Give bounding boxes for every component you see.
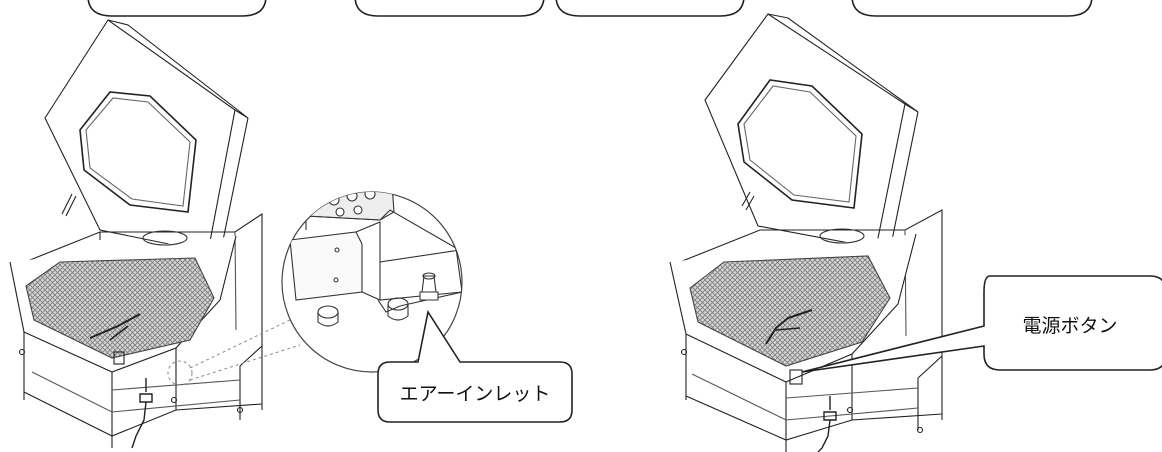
left-lid-window [79,91,197,213]
right-power-cord [817,396,837,452]
air-inlet-callout: エアーインレット [377,309,573,423]
right-power-switch [789,369,803,385]
top-bubble-3 [555,0,745,17]
air-inlet-magnifier [281,191,463,373]
power-button-label: 電源ボタン [1022,315,1117,337]
magnifier-box [289,231,363,301]
left-mesh-grate [25,257,215,359]
air-inlet-label: エアーインレット [400,383,551,405]
left-lid-hole [142,230,188,246]
left-switch [113,351,125,365]
left-body-back [19,212,263,367]
right-lid-hole [819,228,865,244]
right-mesh-grate [689,255,891,367]
left-cabinet-illustration [9,19,263,449]
right-lid-window [737,79,863,209]
air-inlet-fitting [421,275,437,293]
left-lid [44,19,236,253]
top-bubble-2 [354,0,545,17]
top-bubbles [87,0,1093,17]
zoom-connector-lines [167,319,301,386]
top-bubble-1 [87,0,267,17]
power-button-callout: 電源ボタン [801,275,1162,373]
left-power-cord [131,378,153,449]
right-lid [704,13,906,249]
right-cabinet-illustration [669,13,943,452]
top-bubble-4 [851,0,1093,17]
